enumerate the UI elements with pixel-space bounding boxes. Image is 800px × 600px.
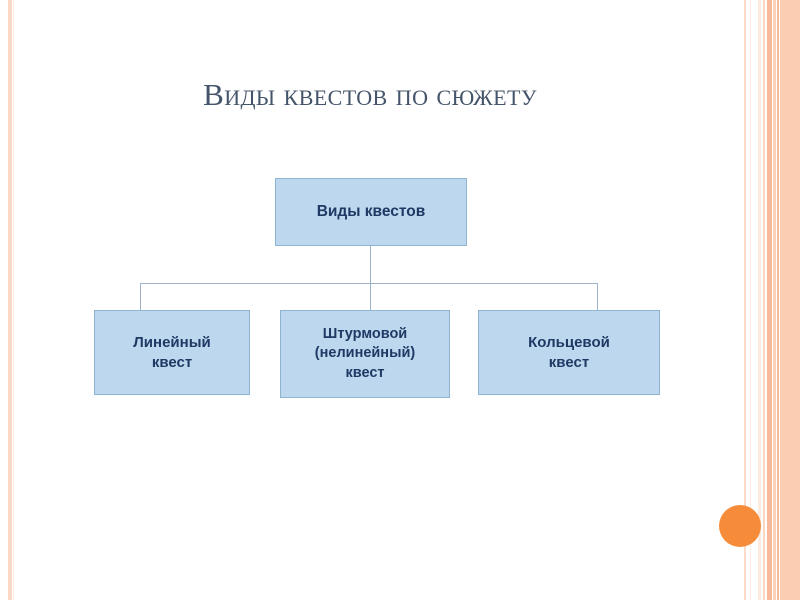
orange-circle-icon — [719, 505, 761, 547]
right-border-stripe-1 — [744, 0, 746, 600]
node-linear-quest-label: Линейный квест — [133, 333, 211, 371]
right-border-stripe-2 — [750, 0, 751, 600]
node-ring-quest-label: Кольцевой квест — [528, 333, 610, 371]
node-root-label: Виды квестов — [316, 202, 426, 220]
right-border-stripe-4 — [763, 0, 765, 600]
left-border-stripe — [8, 0, 12, 600]
right-border-stripe-6 — [773, 0, 776, 600]
page-title: Виды квестов по сюжету — [203, 77, 537, 112]
connector-drop-storm — [370, 283, 371, 311]
left-border-stripe-inner — [13, 0, 14, 600]
right-border-stripe-7 — [777, 0, 779, 600]
connector-root-stem — [370, 246, 371, 284]
right-border-stripe-5 — [767, 0, 772, 600]
connector-drop-ring — [597, 283, 598, 311]
node-storm-quest[interactable]: Штурмовой (нелинейный) квест — [280, 310, 450, 398]
node-ring-quest[interactable]: Кольцевой квест — [478, 310, 660, 395]
right-border-stripe-8 — [780, 0, 800, 600]
connector-horizontal-bus — [140, 283, 598, 284]
right-border-stripe-3 — [758, 0, 761, 600]
node-linear-quest[interactable]: Линейный квест — [94, 310, 250, 395]
node-root[interactable]: Виды квестов — [275, 178, 467, 246]
connector-drop-linear — [140, 283, 141, 311]
node-storm-quest-label: Штурмовой (нелинейный) квест — [314, 326, 416, 381]
